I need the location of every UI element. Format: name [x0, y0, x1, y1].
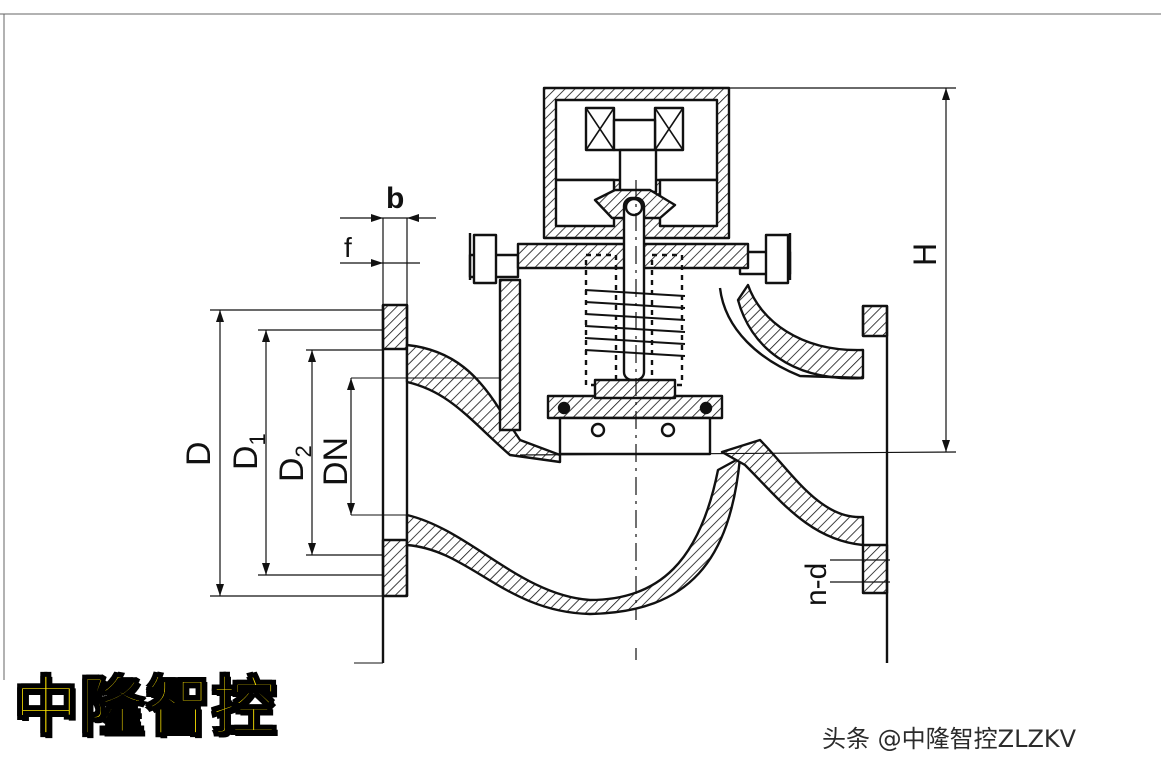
svg-text:D1: D1	[227, 433, 270, 470]
label-b: b	[386, 182, 404, 215]
label-f: f	[344, 232, 352, 263]
frame-lines	[0, 13, 1161, 680]
dimension-lines	[210, 87, 956, 597]
label-h: H	[907, 243, 943, 266]
watermark-text: 头条 @中隆智控ZLZKV	[822, 725, 1077, 753]
label-d: D	[180, 441, 218, 466]
stem-spring-assembly	[546, 196, 724, 456]
brand-title: 中隆智控	[13, 671, 278, 745]
label-d1-subscript: 1	[245, 433, 270, 445]
label-d2-subscript: 2	[291, 445, 316, 457]
label-d2: D	[273, 457, 311, 482]
valve-body	[351, 283, 957, 616]
svg-text:D2: D2	[273, 445, 316, 482]
dimension-arrows	[216, 88, 950, 596]
label-d1: D	[227, 445, 265, 470]
left-flange	[354, 303, 409, 664]
right-flange	[861, 304, 889, 663]
label-nd: n-d	[800, 563, 833, 606]
label-dn: DN	[317, 437, 355, 486]
solenoid-housing	[542, 86, 731, 240]
